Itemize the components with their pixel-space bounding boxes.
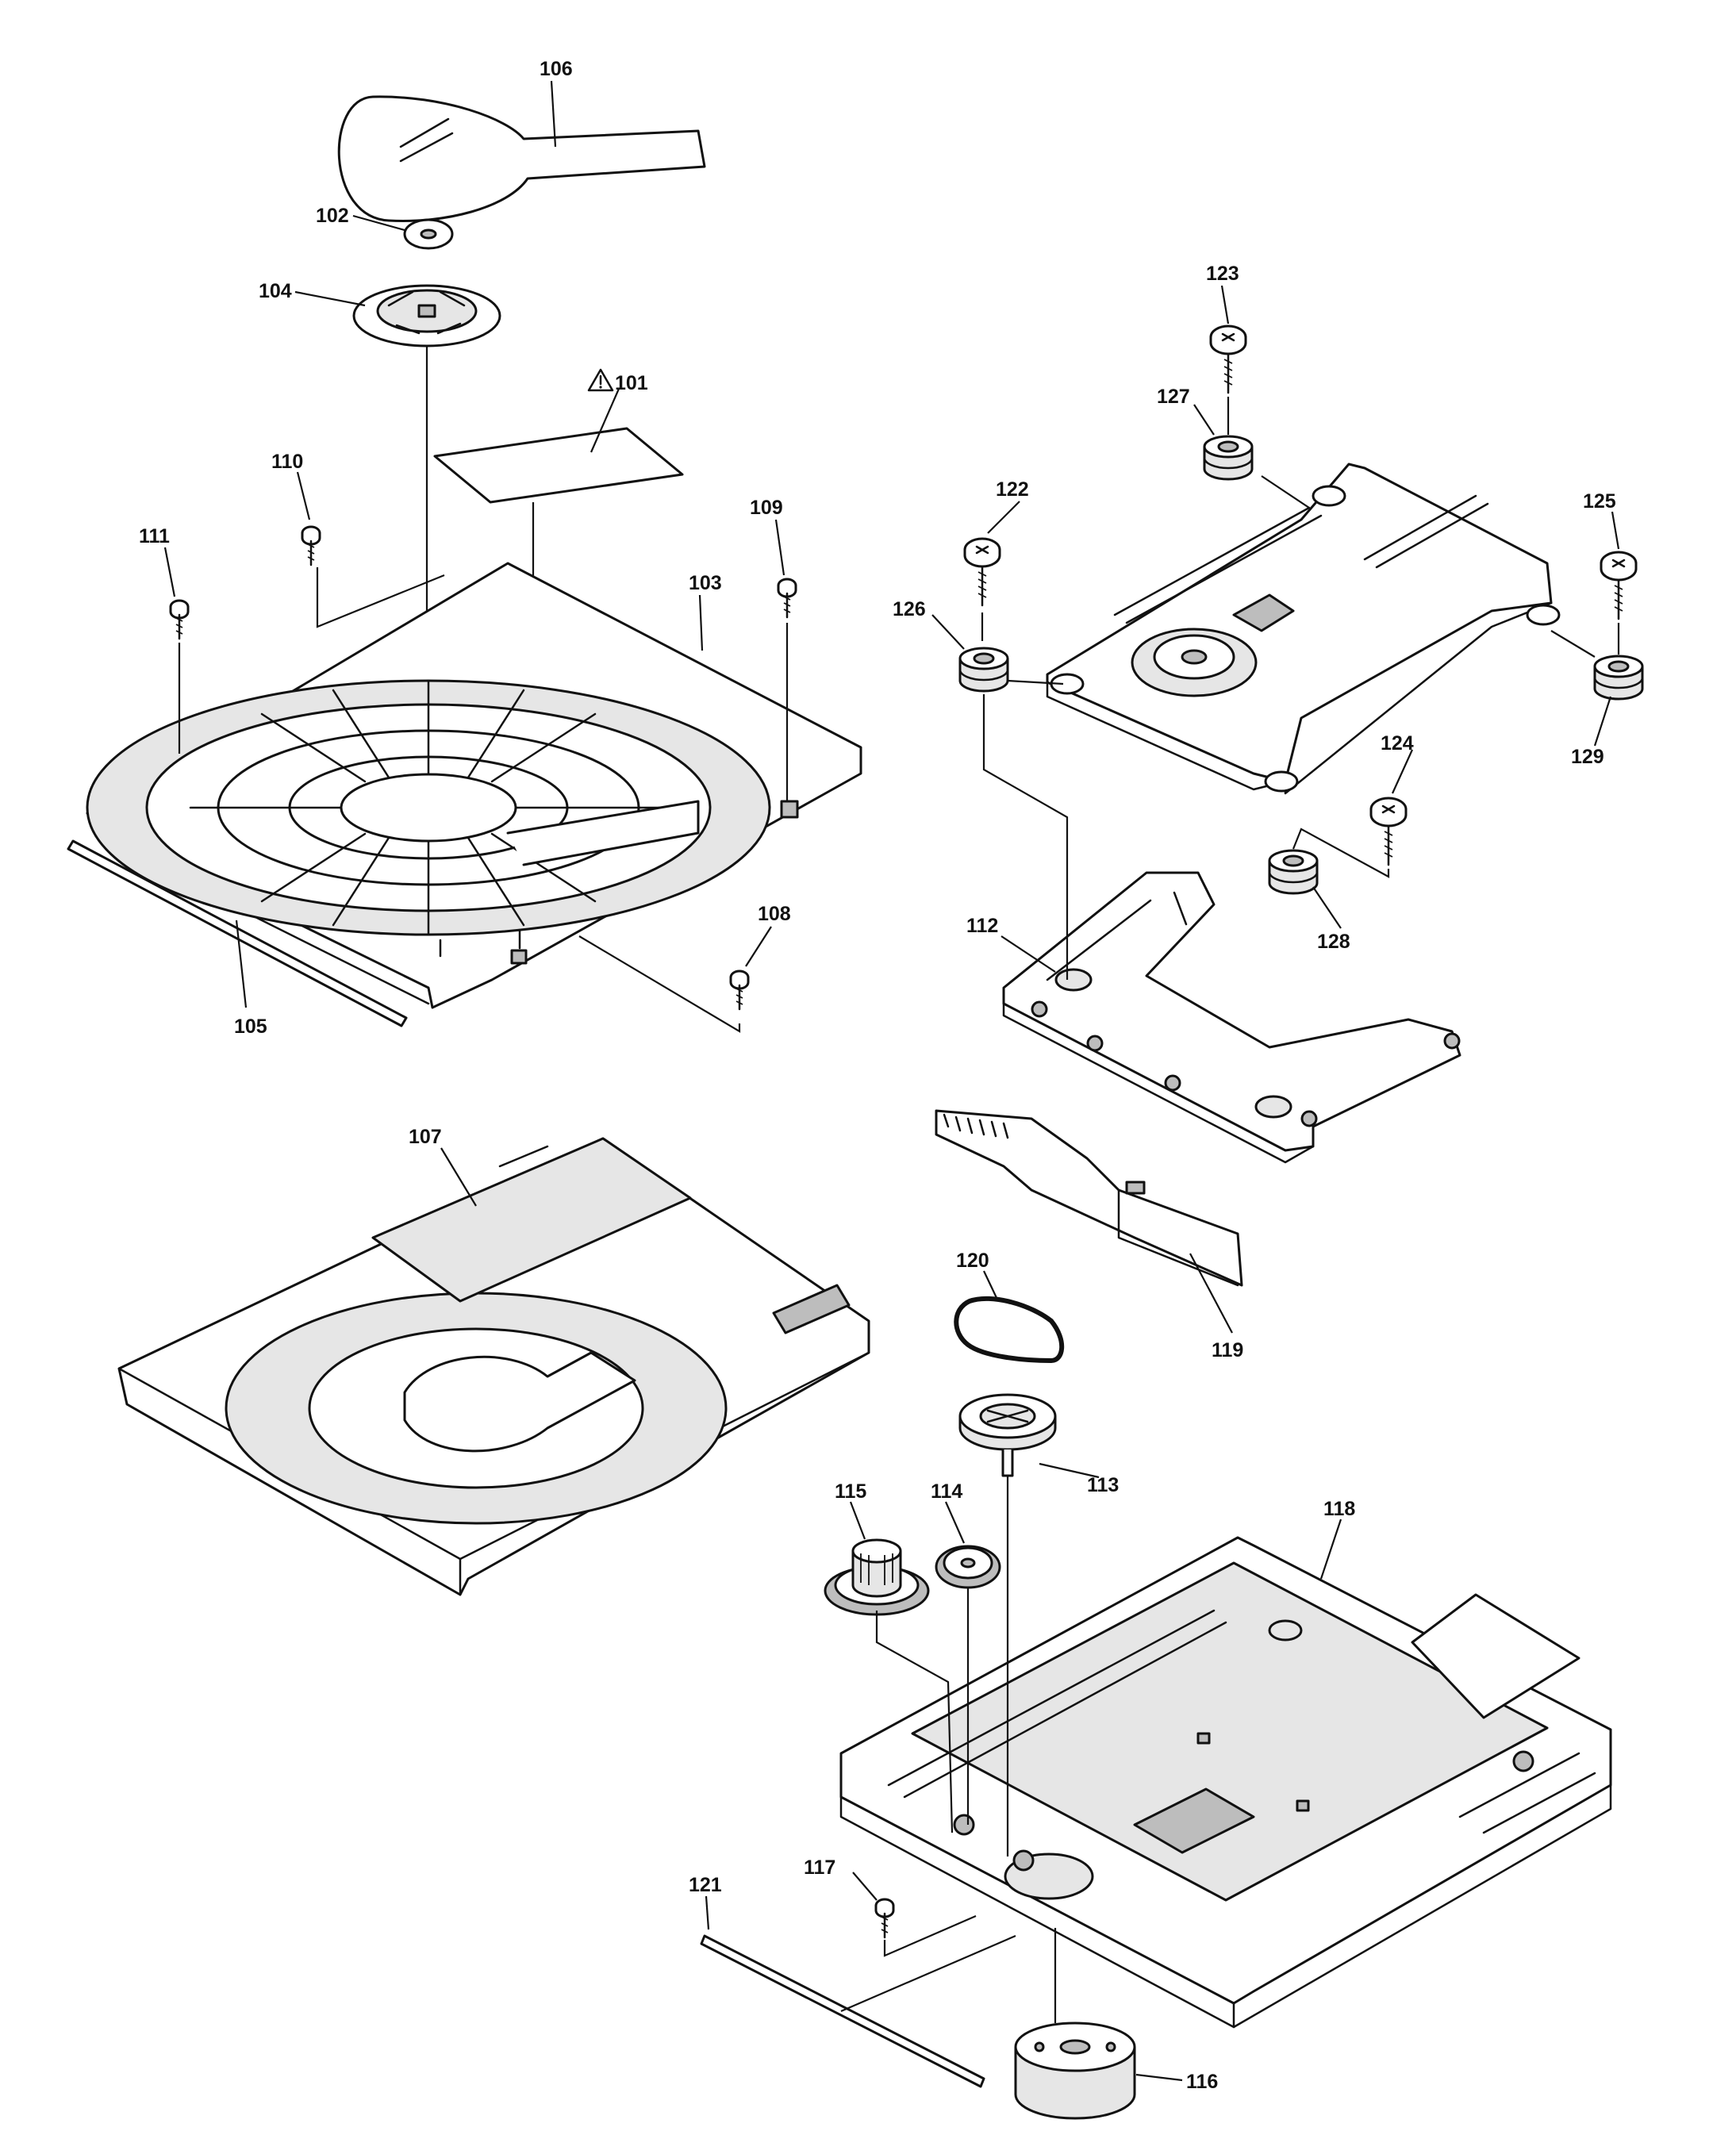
part-116-motor: [1014, 2022, 1136, 2120]
label-124: 124: [1381, 732, 1414, 754]
label-118: 118: [1323, 1498, 1355, 1520]
label-125: 125: [1583, 490, 1616, 513]
label-129: 129: [1571, 746, 1604, 768]
warning-triangle-icon: [587, 368, 614, 392]
callouts: 106 102 104 101 110 111 109 103 108 105 …: [139, 58, 1620, 2093]
part-115-gear: [824, 1538, 930, 1616]
part-124-screw: [1369, 797, 1408, 866]
part-110-screw: [301, 525, 321, 566]
part-111-screw: [169, 599, 190, 640]
part-119-slider: [935, 1109, 1243, 1287]
label-121: 121: [689, 1874, 722, 1896]
label-126: 126: [893, 598, 926, 620]
part-128-cushion: [1268, 849, 1319, 895]
part-114-gear: [935, 1545, 1001, 1589]
label-101: 101: [615, 372, 648, 394]
part-112-frame: [1002, 871, 1461, 1164]
label-115: 115: [835, 1480, 866, 1503]
label-105: 105: [234, 1016, 267, 1038]
label-103: 103: [689, 572, 722, 594]
label-120: 120: [956, 1250, 989, 1272]
label-109: 109: [750, 497, 783, 519]
part-106-sheet: [337, 95, 706, 222]
label-117: 117: [804, 1856, 835, 1879]
part-127-cushion: [1203, 435, 1254, 481]
part-125-screw: [1600, 551, 1638, 620]
part-118-base-chassis: [839, 1536, 1612, 2029]
part-101-label: [433, 427, 684, 504]
label-108: 108: [758, 903, 791, 925]
label-127: 127: [1157, 386, 1190, 408]
part-107-tray: [117, 1137, 870, 1596]
part-103-upper-cover: [86, 562, 862, 1009]
label-111: 111: [139, 525, 170, 547]
label-107: 107: [409, 1126, 442, 1148]
label-122: 122: [996, 478, 1029, 501]
part-108-screw: [729, 970, 750, 1011]
label-123: 123: [1206, 263, 1239, 285]
label-110: 110: [271, 451, 303, 473]
part-126-cushion: [958, 647, 1009, 693]
part-102-washer: [403, 218, 454, 250]
label-116: 116: [1186, 2071, 1218, 2093]
part-109-screw: [777, 578, 797, 619]
part-122-screw: [963, 537, 1001, 607]
part-120-belt: [954, 1296, 1065, 1363]
label-102: 102: [316, 205, 349, 227]
part-129-cushion: [1593, 655, 1644, 701]
label-114: 114: [931, 1480, 962, 1503]
label-119: 119: [1212, 1339, 1243, 1361]
label-106: 106: [540, 58, 573, 80]
label-128: 128: [1317, 931, 1350, 953]
label-112: 112: [966, 915, 998, 937]
part-123-screw: [1209, 324, 1247, 394]
part-117-screw: [874, 1898, 895, 1939]
part-113-pulley: [958, 1393, 1057, 1477]
label-113: 113: [1087, 1474, 1119, 1496]
label-104: 104: [259, 280, 292, 302]
part-104-clamper: [352, 284, 501, 347]
traverse-mechanism: [1046, 463, 1561, 795]
